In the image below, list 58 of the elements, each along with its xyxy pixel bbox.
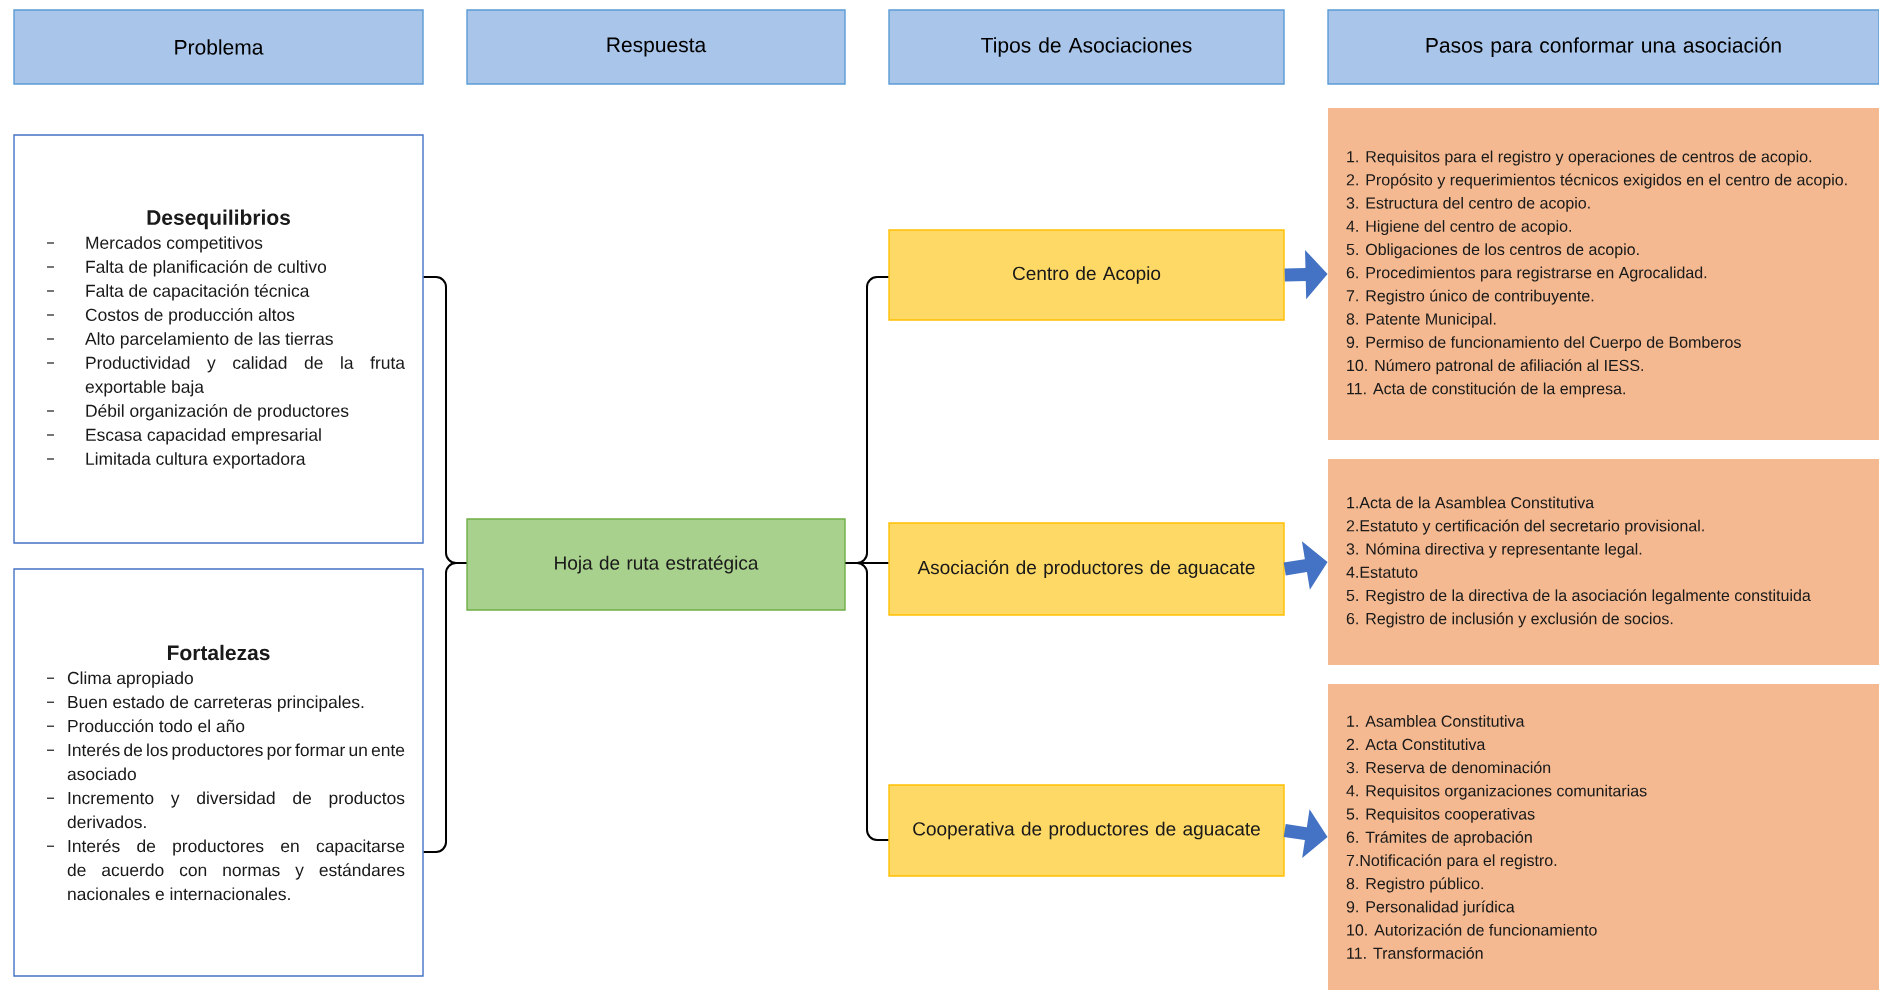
step-item: 9. Permiso de funcionamiento del Cuerpo de Bomberos <box>1346 336 1741 352</box>
process-box: Cooperativa de productores de aguacate <box>888 784 1285 877</box>
step-item: 3. Nómina directiva y representante legal. <box>1346 542 1642 558</box>
column-header: Pasos para conformar una asociación <box>1327 9 1879 85</box>
step-item: 8. Patente Municipal. <box>1346 312 1496 328</box>
process-box: Centro de Acopio <box>888 229 1285 321</box>
list-item: Producción todo el año <box>68 719 245 733</box>
list-item: Limitada cultura exportadora <box>86 452 306 469</box>
step-item: 11. Transformación <box>1347 946 1483 959</box>
process-box: Asociación de productores de aguacate <box>888 522 1285 616</box>
step-item: 5. Registro de la directiva de la asociación legalmente constituida <box>1346 589 1811 605</box>
step-item: 4.Estatuto <box>1346 566 1418 578</box>
list-item: Débil organización de productores <box>86 403 349 421</box>
step-item: 6. Procedimientos para registrarse en Agrocalidad. <box>1346 266 1707 282</box>
steps-box <box>1328 684 1879 990</box>
list-item: Falta de planificación de cultivo <box>86 259 327 277</box>
step-item: 4. Higiene del centro de acopio. <box>1346 220 1571 236</box>
step-item: 2. Acta Constitutiva <box>1346 738 1486 751</box>
step-item: 6. Registro de inclusión y exclusión de socios. <box>1346 612 1673 628</box>
step-item: 1. Requisitos para el registro y operaciones de centros de acopio. <box>1347 150 1812 166</box>
step-item: 1. Asamblea Constitutiva <box>1347 715 1525 727</box>
step-item: 10. Número patronal de afiliación al IESS. <box>1347 359 1643 375</box>
list-box <box>13 134 424 544</box>
column-header: Respuesta <box>466 9 846 85</box>
column-header: Problema <box>13 9 424 85</box>
list-box <box>13 568 424 977</box>
list-item: Escasa capacidad empresarial <box>86 428 321 445</box>
list-item: Falta de capacitación técnica <box>86 283 310 301</box>
list-item: Alto parcelamiento de las tierras <box>85 332 333 349</box>
step-item: 10. Autorización de funcionamiento <box>1347 923 1597 936</box>
list-item: Productividad y calidad de la fruta exportable baja <box>85 356 405 397</box>
step-item: 2. Propósito y requerimientos técnicos exigidos en el centro de acopio. <box>1346 173 1847 189</box>
process-box: Hoja de ruta estratégica <box>466 518 846 611</box>
box-heading: Desequilibrios <box>147 209 290 230</box>
list-item: Interés de los productores por formar un ente asociado <box>67 743 405 781</box>
step-item: 2.Estatuto y certificación del secretario provisional. <box>1346 519 1704 535</box>
steps-box <box>1328 459 1879 665</box>
list-item: Clima apropiado <box>67 671 193 688</box>
list-item: Incremento y diversidad de productos derivados. <box>67 791 405 829</box>
step-item: 1.Acta de la Asamblea Constitutiva <box>1347 496 1595 509</box>
step-item: 3. Reserva de denominación <box>1346 761 1551 774</box>
step-item: 5. Requisitos cooperativas <box>1346 807 1535 823</box>
step-item: 8. Registro público. <box>1346 877 1483 893</box>
column-header: Tipos de Asociaciones <box>888 9 1285 85</box>
step-item: 7. Registro único de contribuyente. <box>1346 289 1594 305</box>
list-item: Mercados competitivos <box>86 236 263 253</box>
list-item: Interés de productores en capacitarse de acuerdo con normas y estándares nacionales e internacionales. <box>67 839 405 901</box>
step-item: 11. Acta de constitución de la empresa. <box>1347 382 1625 398</box>
step-item: 3. Estructura del centro de acopio. <box>1346 196 1590 212</box>
step-item: 9. Personalidad jurídica <box>1346 900 1515 916</box>
step-item: 5. Obligaciones de los centros de acopio. <box>1346 243 1639 259</box>
step-item: 7.Notificación para el registro. <box>1346 854 1557 870</box>
list-item: Buen estado de carreteras principales. <box>68 695 364 712</box>
step-item: 6. Trámites de aprobación <box>1346 830 1532 847</box>
list-item: Costos de producción altos <box>85 307 295 325</box>
steps-box <box>1328 108 1879 440</box>
step-item: 4. Requisitos organizaciones comunitarias <box>1346 784 1647 800</box>
box-heading: Fortalezas <box>168 644 270 661</box>
